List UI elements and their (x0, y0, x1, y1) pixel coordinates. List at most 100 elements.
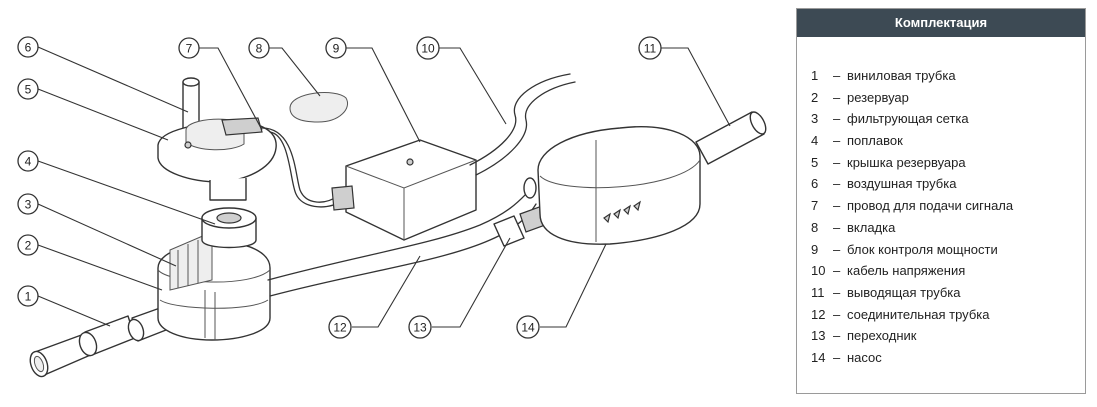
callout-4: 4 (17, 150, 39, 172)
svg-text:1: 1 (25, 290, 32, 304)
legend-item-label: выводящая трубка (847, 284, 961, 300)
legend-item-separator: – (833, 306, 841, 322)
legend-item-label: переходник (847, 328, 917, 344)
svg-text:10: 10 (421, 42, 435, 56)
svg-text:12: 12 (333, 321, 347, 335)
legend-item-separator: – (833, 328, 841, 344)
callout-13: 13 (408, 315, 432, 339)
legend-item-label: соединительная трубка (847, 306, 990, 322)
exploded-parts-diagram: 6 5 4 3 2 1 7 8 9 10 11 12 (17, 36, 767, 378)
svg-text:8: 8 (256, 42, 263, 56)
svg-text:6: 6 (25, 41, 32, 55)
part-power-cable (469, 73, 571, 166)
legend-item-number: 10 (811, 263, 826, 279)
legend-item-separator: – (833, 176, 841, 192)
legend-item-number: 2 (811, 89, 819, 105)
svg-text:2: 2 (25, 239, 32, 253)
callout-8: 8 (248, 37, 270, 59)
leader-lines (37, 46, 731, 328)
legend-item: 4–поплавок (811, 130, 1085, 152)
legend-item-number: 12 (811, 306, 826, 322)
callout-10: 10 (416, 36, 440, 60)
legend-item-number: 7 (811, 198, 819, 214)
legend-item-label: провод для подачи сигнала (847, 198, 1014, 214)
legend-item-number: 13 (811, 328, 826, 344)
legend-item-number: 5 (811, 154, 819, 170)
legend-item: 13–переходник (811, 325, 1085, 347)
legend-item: 2–резервуар (811, 87, 1085, 109)
legend-item-separator: – (833, 111, 841, 127)
legend-item-separator: – (833, 133, 841, 149)
legend-item: 9–блок контроля мощности (811, 239, 1085, 261)
legend-item-number: 9 (811, 241, 819, 257)
part-pump (523, 126, 701, 245)
legend-item-label: насос (847, 349, 882, 365)
part-outlet-tube (695, 111, 767, 165)
legend-item: 8–вкладка (811, 217, 1085, 239)
part-vinyl-tube (29, 307, 167, 378)
legend-item-label: резервуар (847, 89, 909, 105)
part-filter-screen (169, 231, 213, 291)
legend-item-separator: – (833, 284, 841, 300)
legend-item-separator: – (833, 263, 841, 279)
callout-9: 9 (325, 37, 347, 59)
legend-item: 14–насос (811, 347, 1085, 369)
legend-item-number: 4 (811, 133, 819, 149)
part-reservoir-cover (157, 117, 277, 201)
svg-text:4: 4 (25, 155, 32, 169)
legend-item-number: 3 (811, 111, 819, 127)
legend-item-label: блок контроля мощности (847, 241, 998, 257)
legend-item: 6–воздушная трубка (811, 173, 1085, 195)
part-signal-wire (261, 127, 339, 203)
part-adapter (493, 205, 549, 247)
legend-item-label: поплавок (847, 133, 903, 149)
legend-item-separator: – (833, 89, 841, 105)
legend-item-separator: – (833, 68, 841, 83)
legend-item: 10–кабель напряжения (811, 260, 1085, 282)
legend-item: 12–соединительная трубка (811, 304, 1085, 326)
legend-item: 11–выводящая трубка (811, 282, 1085, 304)
callout-5: 5 (17, 78, 39, 100)
svg-text:14: 14 (521, 321, 535, 335)
legend-item-separator: – (833, 219, 841, 235)
legend-item-label: виниловая трубка (847, 68, 956, 83)
svg-text:13: 13 (413, 321, 427, 335)
callout-7: 7 (178, 37, 200, 59)
callout-11: 11 (638, 36, 662, 60)
callout-1: 1 (17, 285, 39, 307)
legend-item-separator: – (833, 349, 841, 365)
legend-item-separator: – (833, 241, 841, 257)
legend-item-number: 11 (811, 284, 825, 300)
legend-item-label: фильтрующая сетка (847, 111, 969, 127)
legend-item: 1–виниловая трубка (811, 65, 1085, 87)
svg-text:11: 11 (644, 42, 657, 56)
legend-item: 5–крышка резервуара (811, 152, 1085, 174)
callout-14: 14 (516, 315, 540, 339)
svg-text:9: 9 (333, 42, 340, 56)
legend-title: Комплектация (797, 9, 1085, 37)
svg-text:3: 3 (25, 198, 32, 212)
legend-item-label: крышка резервуара (847, 154, 966, 170)
legend-item-number: 8 (811, 219, 819, 235)
legend-item: 7–провод для подачи сигнала (811, 195, 1085, 217)
part-float (201, 207, 257, 249)
legend-item-number: 1 (811, 68, 819, 83)
part-power-control-box (331, 139, 477, 241)
legend-item-number: 6 (811, 176, 819, 192)
svg-text:7: 7 (186, 42, 193, 56)
legend-item-label: вкладка (847, 219, 896, 235)
callout-2: 2 (17, 234, 39, 256)
callout-12: 12 (328, 315, 352, 339)
svg-text:5: 5 (25, 83, 32, 97)
legend-item-number: 14 (811, 349, 826, 365)
legend-item-separator: – (833, 198, 841, 214)
part-insert-pad (289, 92, 348, 123)
legend-item-label: воздушная трубка (847, 176, 957, 192)
callout-6: 6 (17, 36, 39, 58)
legend-item: 3–фильтрующая сетка (811, 108, 1085, 130)
legend-item-label: кабель напряжения (847, 263, 966, 279)
callout-3: 3 (17, 193, 39, 215)
legend-item-separator: – (833, 154, 841, 170)
